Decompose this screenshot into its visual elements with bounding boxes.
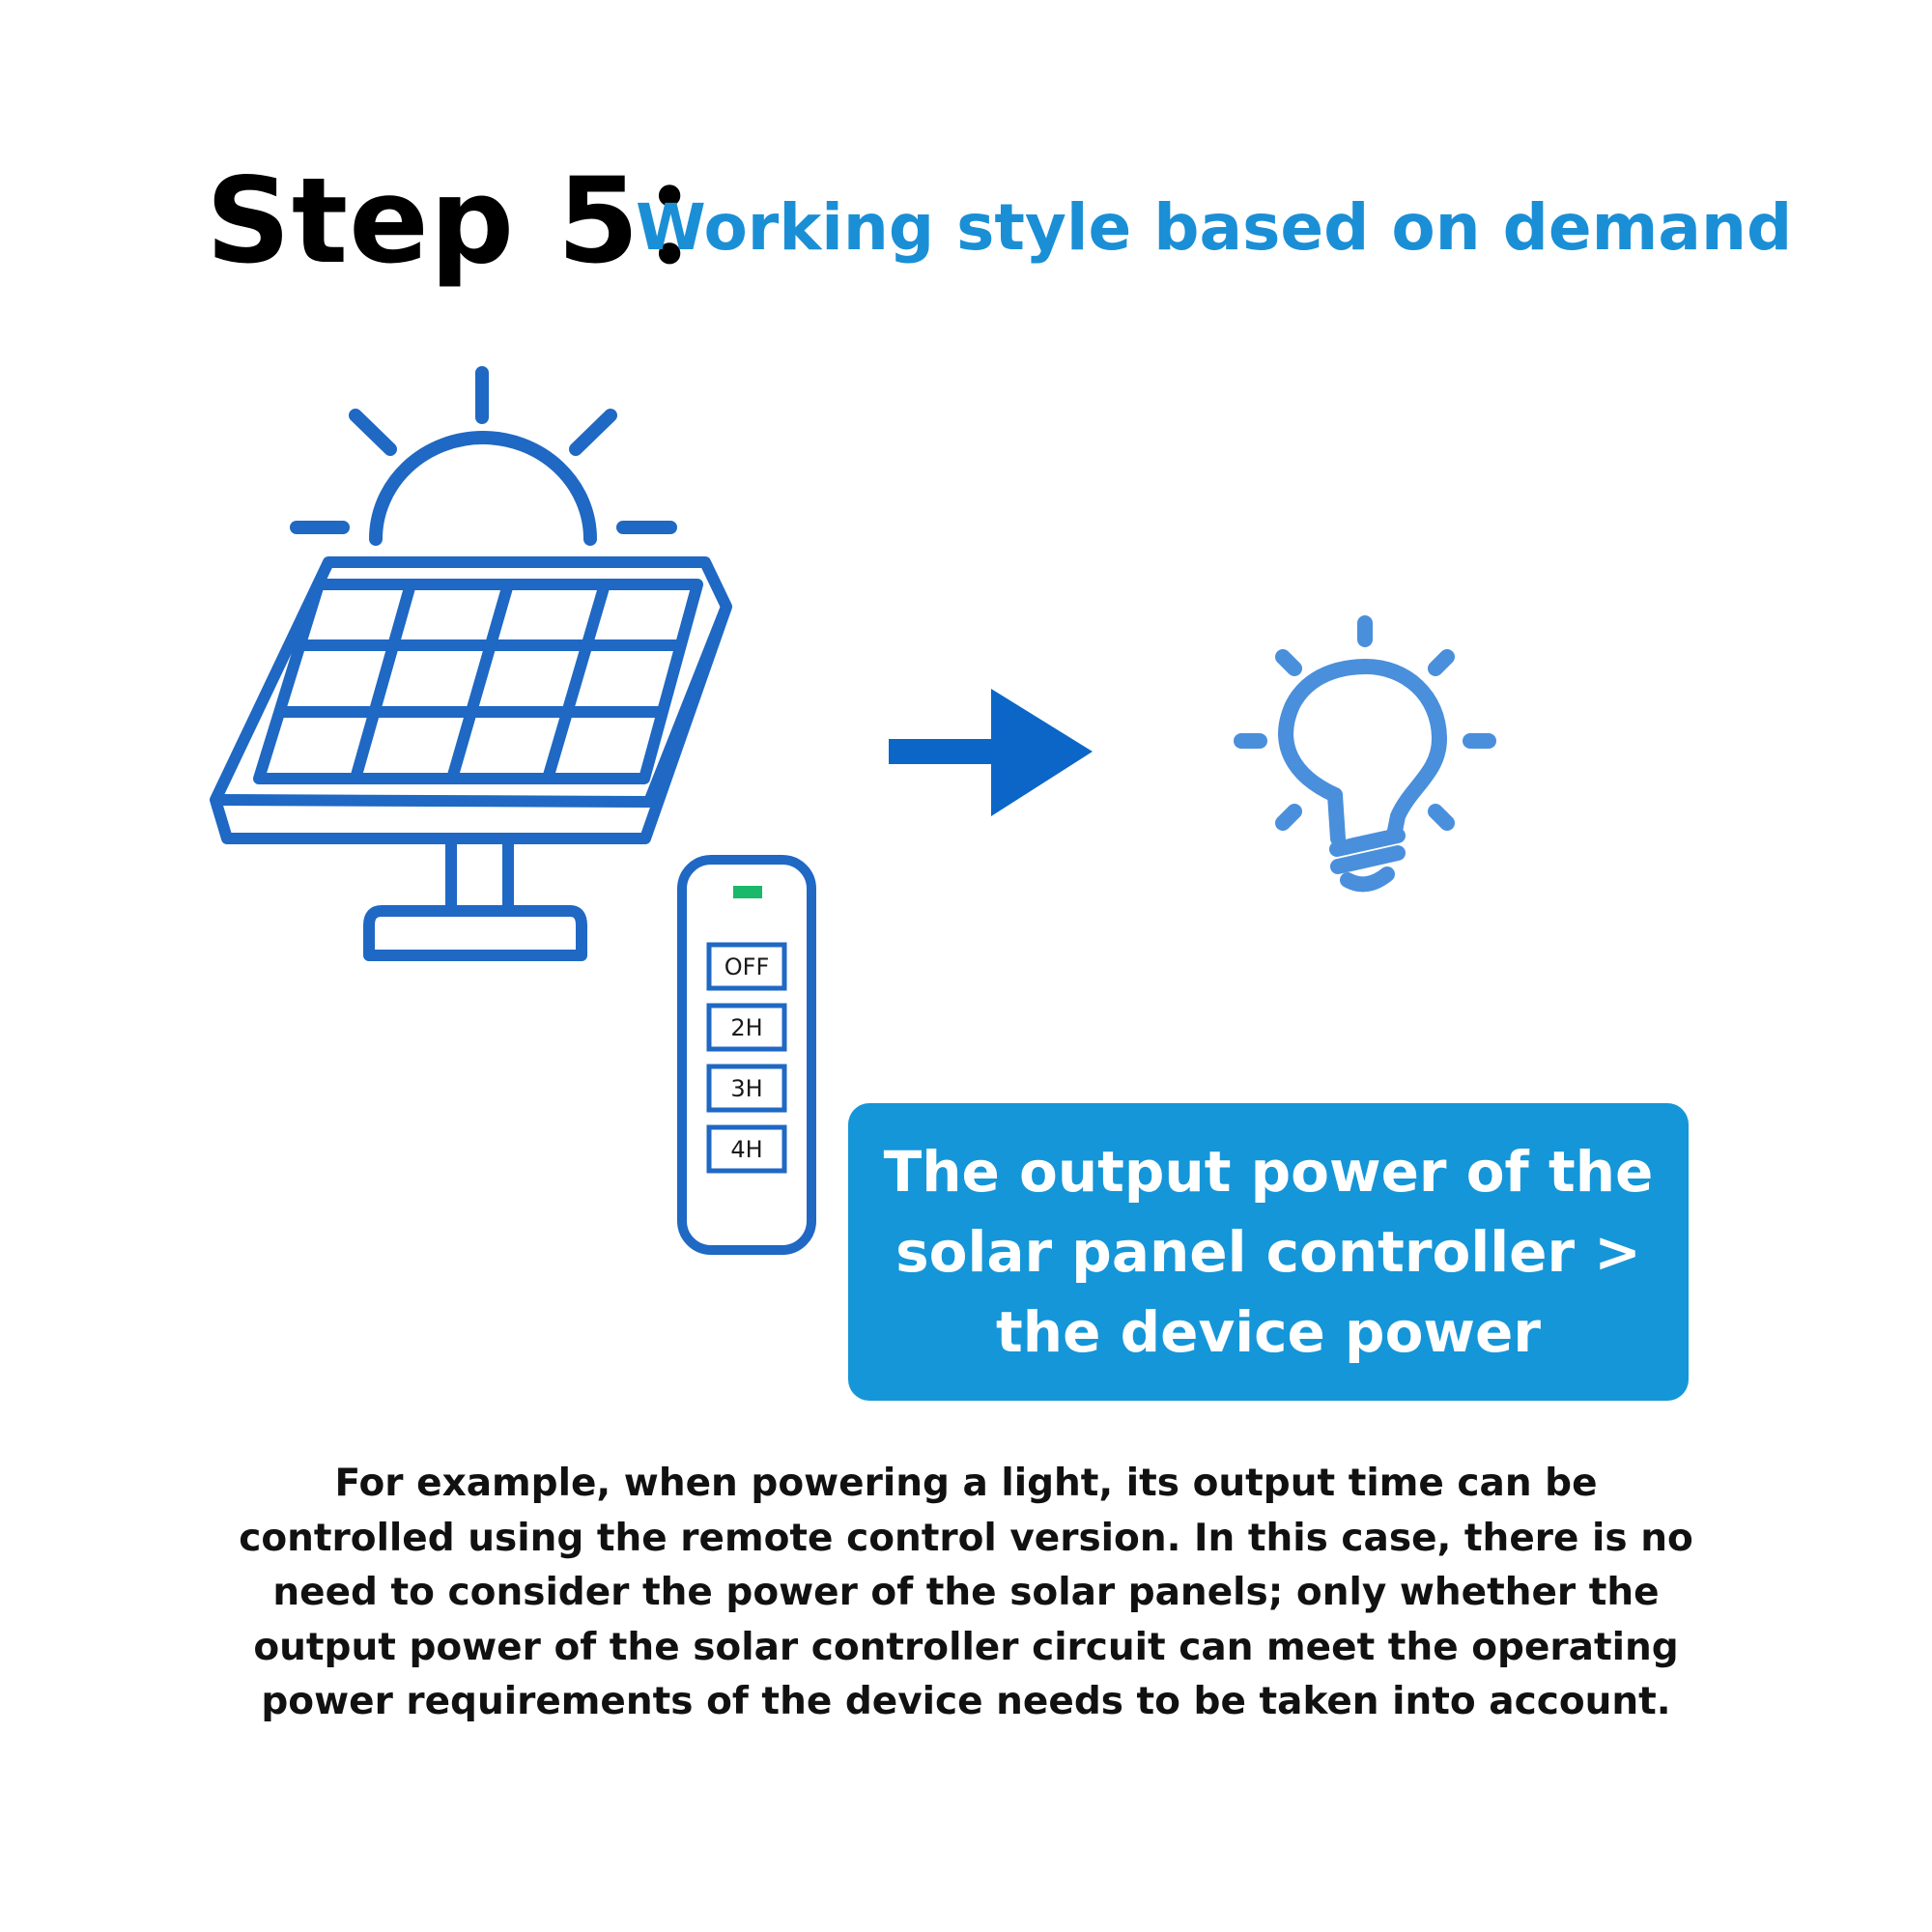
description-text: For example, when powering a light, its …: [239, 1462, 1693, 1723]
remote-button-label: OFF: [724, 953, 770, 980]
remote-button-label: 3H: [730, 1075, 762, 1102]
remote-button-label: 2H: [730, 1014, 762, 1041]
light-bulb-icon: [1234, 615, 1496, 893]
sun-icon: [290, 366, 677, 546]
step-title: Step 5：: [206, 153, 759, 290]
remote-button-label: 4H: [730, 1136, 762, 1163]
remote-button-3h[interactable]: 3H: [706, 1064, 787, 1113]
remote-button-4h[interactable]: 4H: [706, 1124, 787, 1174]
remote-indicator-icon: [733, 886, 762, 898]
remote-control-icon: OFF 2H 3H 4H: [677, 855, 816, 1255]
solar-panel-icon: [210, 556, 732, 961]
arrow-right-icon: [889, 689, 1093, 816]
callout-text: The output power of the solar panel cont…: [883, 1138, 1654, 1365]
remote-button-2h[interactable]: 2H: [706, 1003, 787, 1052]
remote-button-off[interactable]: OFF: [706, 942, 787, 991]
step-subtitle: Working style based on demand: [636, 190, 1793, 265]
power-callout: The output power of the solar panel cont…: [848, 1103, 1689, 1401]
